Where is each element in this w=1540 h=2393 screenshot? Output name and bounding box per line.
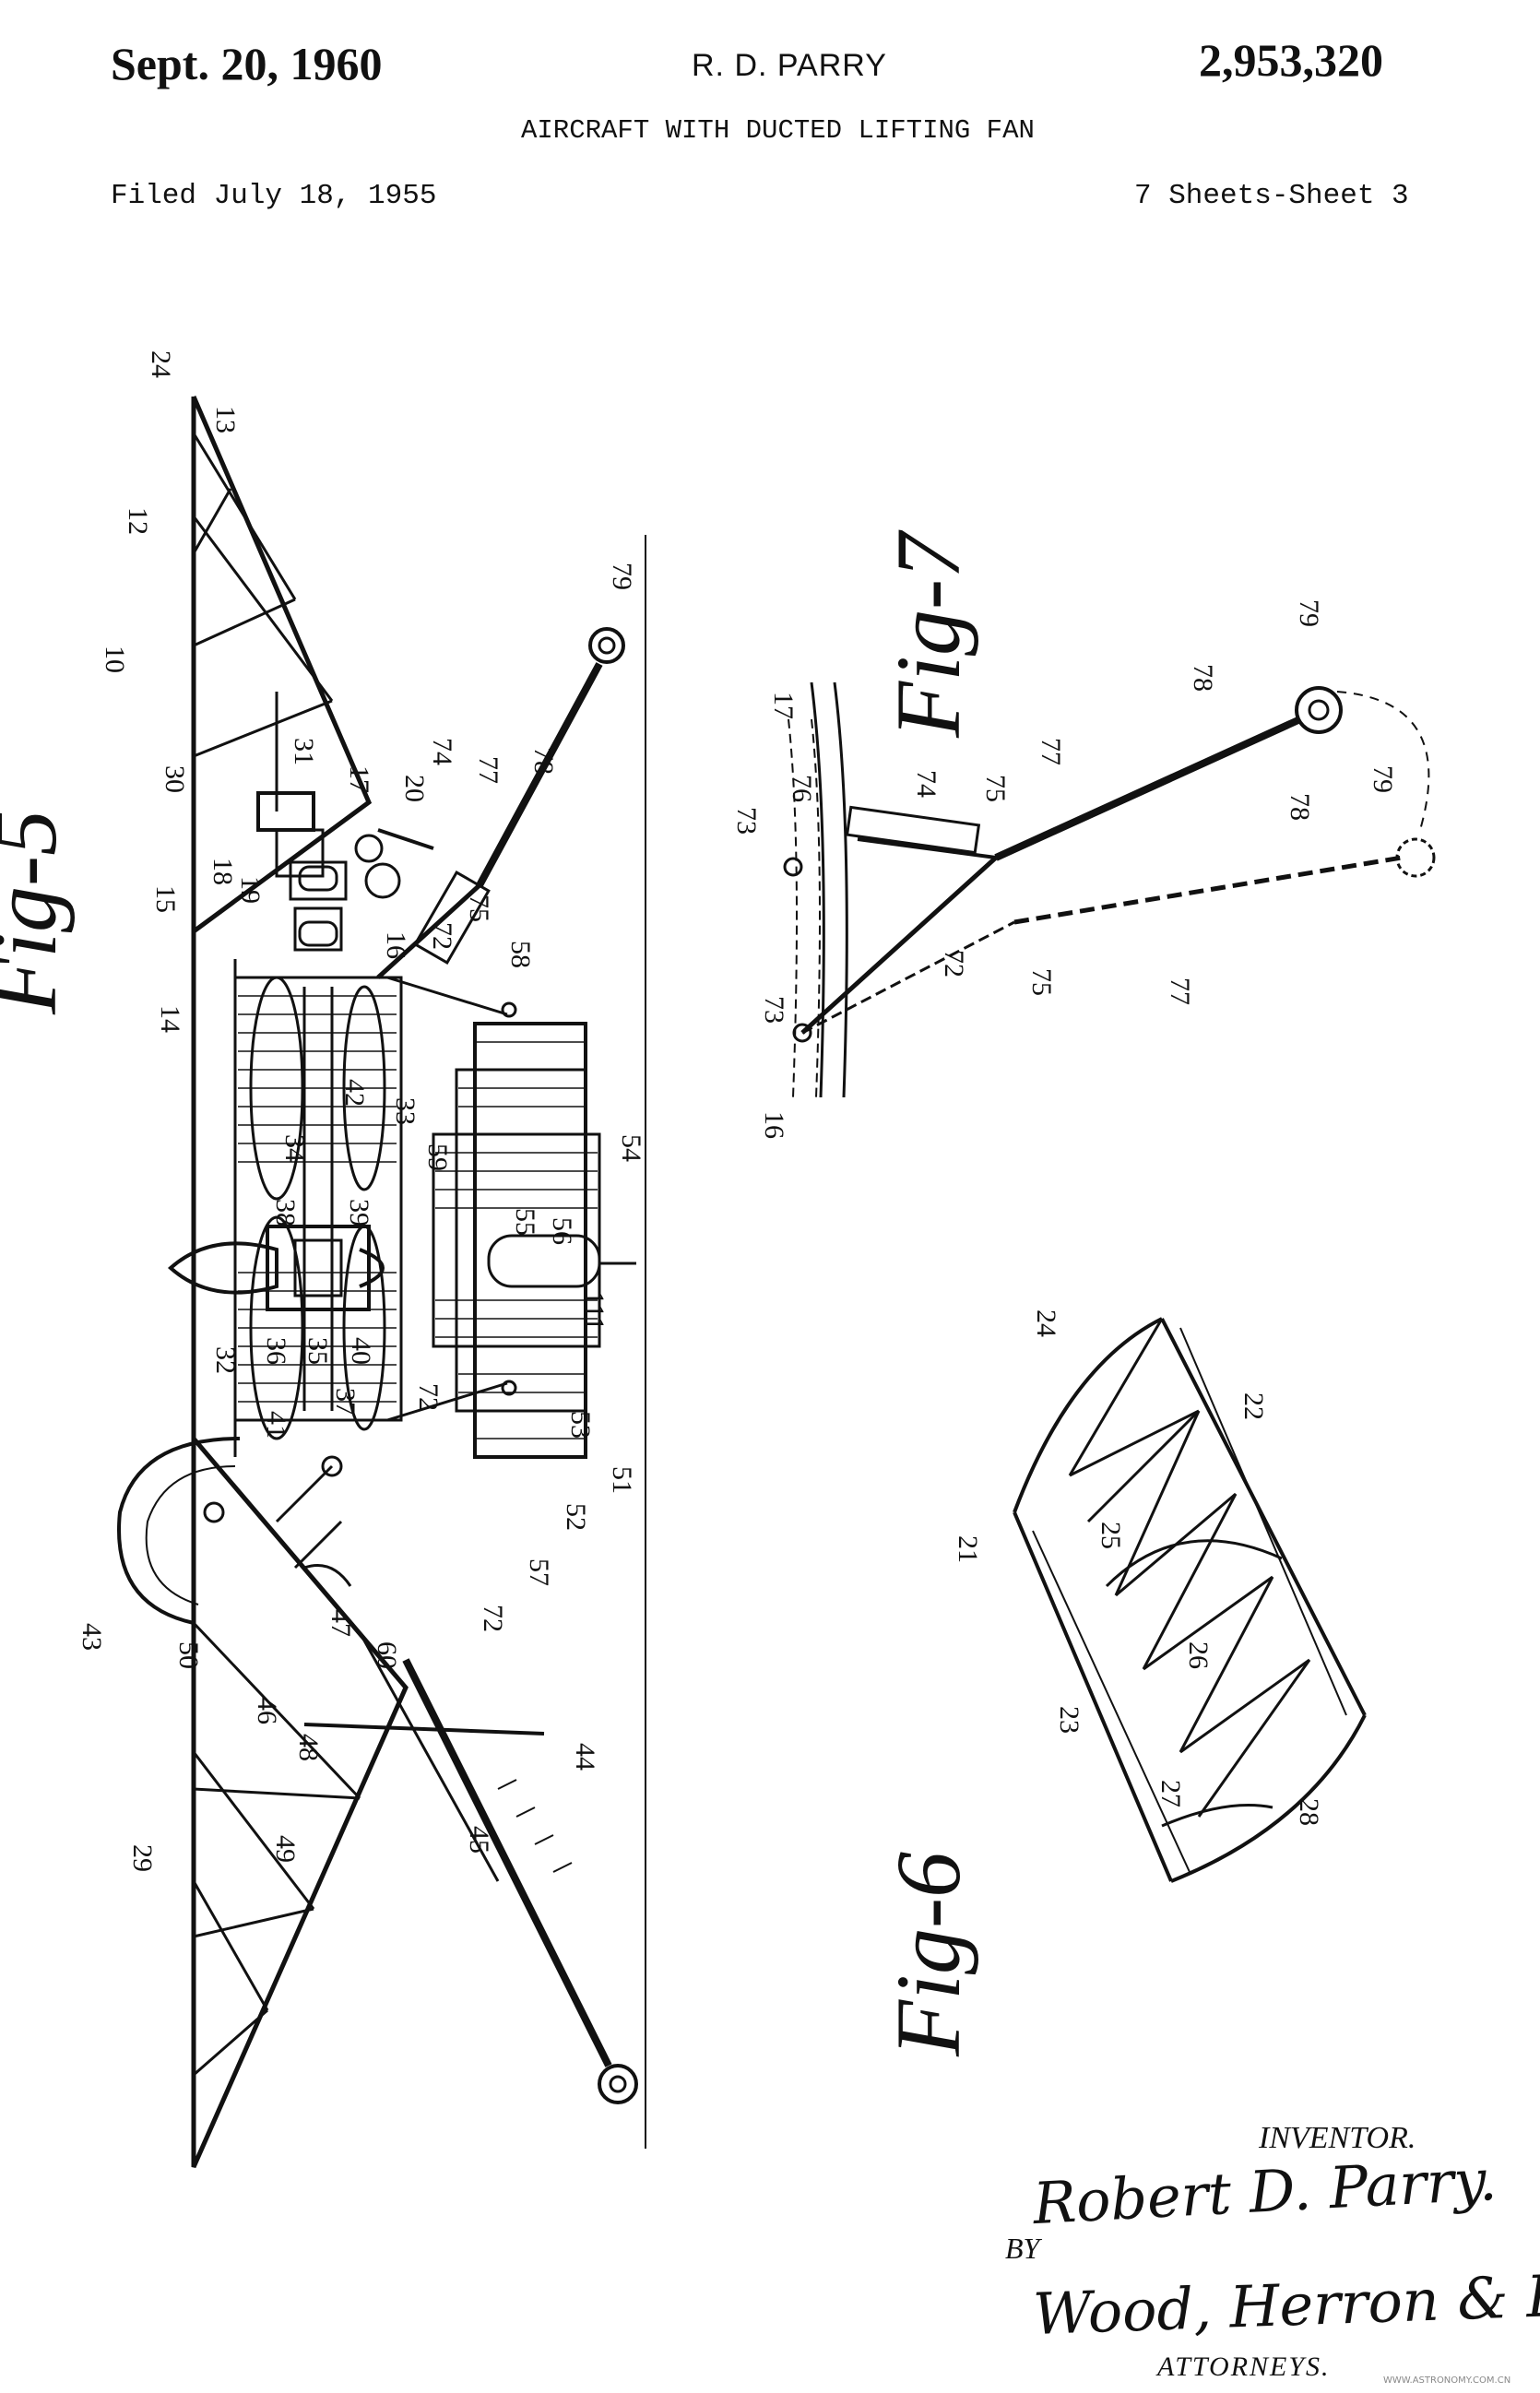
svg-text:17: 17 <box>768 692 799 719</box>
svg-text:35: 35 <box>302 1337 333 1365</box>
svg-text:34: 34 <box>279 1134 310 1162</box>
svg-text:12: 12 <box>123 507 153 535</box>
svg-text:25: 25 <box>1096 1522 1126 1549</box>
svg-text:76: 76 <box>787 775 817 802</box>
fig6-drawing <box>1013 1317 1367 1883</box>
svg-text:55: 55 <box>510 1208 540 1236</box>
svg-text:21: 21 <box>953 1535 983 1563</box>
patent-number: 2,953,320 <box>1199 34 1383 86</box>
fig6-label: Fig-6 <box>877 1852 979 2057</box>
svg-text:20: 20 <box>399 775 430 802</box>
svg-text:49: 49 <box>270 1835 301 1863</box>
fig7-reference-numerals: 79 78 17 77 73 76 74 75 78 79 72 73 75 7… <box>731 599 1398 1139</box>
svg-text:72: 72 <box>427 922 457 950</box>
svg-text:44: 44 <box>570 1743 600 1771</box>
inventor-name: R. D. PARRY <box>692 48 887 83</box>
svg-text:77: 77 <box>1036 738 1066 765</box>
svg-text:56: 56 <box>547 1217 577 1245</box>
svg-text:33: 33 <box>390 1097 421 1125</box>
svg-text:75: 75 <box>464 894 494 922</box>
svg-text:36: 36 <box>261 1337 291 1365</box>
svg-text:72: 72 <box>413 1383 444 1411</box>
svg-text:26: 26 <box>1183 1641 1214 1669</box>
fig5-drawing <box>117 396 646 2169</box>
svg-text:29: 29 <box>127 1844 158 1872</box>
svg-text:60: 60 <box>372 1641 402 1669</box>
svg-text:51: 51 <box>607 1466 637 1494</box>
svg-text:18: 18 <box>207 858 238 885</box>
svg-text:28: 28 <box>1294 1798 1324 1826</box>
svg-text:78: 78 <box>1188 664 1218 692</box>
svg-text:15: 15 <box>150 885 181 913</box>
svg-text:74: 74 <box>911 770 942 798</box>
svg-text:32: 32 <box>210 1346 241 1374</box>
svg-text:79: 79 <box>1294 599 1324 627</box>
svg-text:23: 23 <box>1054 1706 1084 1734</box>
fig7-label: Fig-7 <box>877 529 979 739</box>
patent-title: AIRCRAFT WITH DUCTED LIFTING FAN <box>521 115 1035 146</box>
svg-text:16: 16 <box>759 1111 789 1139</box>
svg-text:31: 31 <box>289 738 319 765</box>
svg-text:75: 75 <box>1026 968 1057 996</box>
svg-text:10: 10 <box>100 646 130 673</box>
svg-text:52: 52 <box>561 1503 591 1531</box>
svg-text:78: 78 <box>1285 793 1315 821</box>
svg-text:22: 22 <box>1238 1392 1269 1420</box>
svg-text:30: 30 <box>160 765 190 793</box>
fig6-reference-numerals: 24 22 21 25 26 23 27 28 <box>953 1309 1324 1826</box>
filed-date: Filed July 18, 1955 <box>111 180 437 212</box>
svg-text:17: 17 <box>344 765 374 793</box>
by-label: BY <box>1005 2232 1040 2265</box>
svg-text:73: 73 <box>759 996 789 1024</box>
svg-text:13: 13 <box>210 406 241 433</box>
svg-text:24: 24 <box>146 350 176 378</box>
svg-text:47: 47 <box>326 1609 356 1637</box>
svg-text:27: 27 <box>1155 1780 1186 1807</box>
attorneys-label: ATTORNEYS. <box>1157 2352 1331 2382</box>
watermark: WWW.ASTRONOMY.COM.CN <box>1383 2375 1511 2386</box>
svg-text:75: 75 <box>980 775 1011 802</box>
svg-text:40: 40 <box>346 1337 376 1365</box>
svg-text:58: 58 <box>505 941 536 968</box>
svg-text:50: 50 <box>173 1641 204 1669</box>
svg-text:54: 54 <box>616 1134 646 1162</box>
svg-text:38: 38 <box>270 1199 301 1226</box>
svg-text:78: 78 <box>528 747 559 775</box>
svg-text:41: 41 <box>261 1411 291 1439</box>
svg-text:48: 48 <box>293 1734 324 1761</box>
svg-text:19: 19 <box>235 876 266 904</box>
svg-text:14: 14 <box>155 1005 185 1033</box>
svg-text:39: 39 <box>344 1199 374 1226</box>
fig5-label: Fig-5 <box>0 810 76 1015</box>
svg-text:24: 24 <box>1031 1309 1061 1337</box>
svg-text:77: 77 <box>1165 977 1195 1005</box>
sheet-count: 7 Sheets-Sheet 3 <box>1134 180 1409 212</box>
svg-text:37: 37 <box>330 1388 361 1416</box>
svg-text:74: 74 <box>427 738 457 765</box>
svg-text:45: 45 <box>464 1826 494 1854</box>
svg-text:79: 79 <box>607 563 637 590</box>
svg-text:57: 57 <box>524 1558 554 1586</box>
svg-text:79: 79 <box>1368 765 1398 793</box>
svg-text:72: 72 <box>478 1605 508 1632</box>
svg-text:72: 72 <box>939 950 969 977</box>
svg-text:42: 42 <box>339 1079 370 1107</box>
svg-text:16: 16 <box>381 931 411 959</box>
svg-text:111: 111 <box>579 1291 610 1331</box>
fig5-reference-numerals: 24 13 12 10 30 31 17 20 74 77 78 79 15 1… <box>77 350 646 1872</box>
patent-date: Sept. 20, 1960 <box>111 38 383 89</box>
svg-text:59: 59 <box>422 1143 453 1171</box>
svg-text:77: 77 <box>473 756 503 784</box>
svg-text:53: 53 <box>565 1411 596 1439</box>
fig7-drawing <box>783 681 1436 1098</box>
svg-text:43: 43 <box>77 1623 107 1651</box>
svg-text:46: 46 <box>252 1697 282 1724</box>
inventor-label: INVENTOR. <box>1259 2121 1416 2155</box>
svg-text:73: 73 <box>731 807 762 835</box>
